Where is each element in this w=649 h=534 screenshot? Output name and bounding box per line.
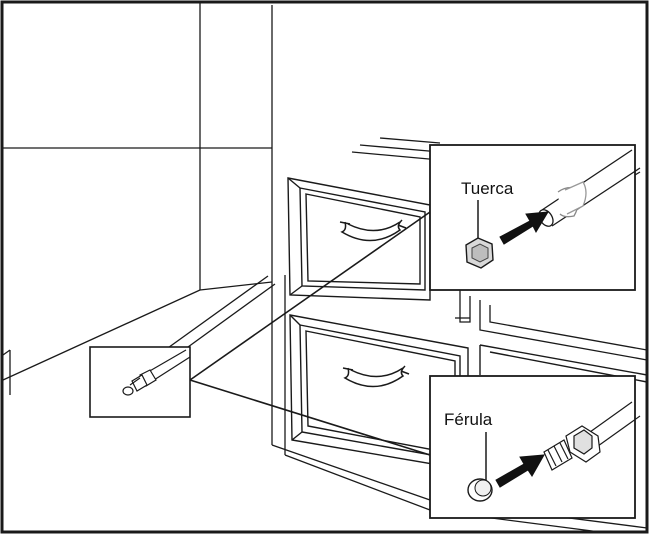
upper-drawer bbox=[287, 177, 431, 301]
ferrule bbox=[467, 432, 493, 502]
fitting-assembly bbox=[543, 401, 641, 471]
detail-box bbox=[89, 346, 191, 418]
leader-lines bbox=[189, 211, 431, 456]
compression-fitting bbox=[122, 349, 191, 396]
ferrule-inset: Férula bbox=[429, 375, 641, 519]
ferrule-label: Férula bbox=[444, 410, 493, 429]
cabinet bbox=[271, 137, 441, 511]
drawer-handle bbox=[339, 219, 407, 242]
ferrule-arrow bbox=[495, 454, 545, 488]
nut-label: Tuerca bbox=[461, 179, 514, 198]
side-drawer bbox=[455, 290, 648, 361]
tube bbox=[538, 149, 641, 227]
lower-drawer-handle bbox=[342, 365, 410, 388]
nut-inset: Tuerca bbox=[429, 144, 641, 291]
arrow bbox=[499, 211, 549, 245]
room-walls bbox=[2, 3, 273, 395]
nut bbox=[465, 200, 494, 269]
